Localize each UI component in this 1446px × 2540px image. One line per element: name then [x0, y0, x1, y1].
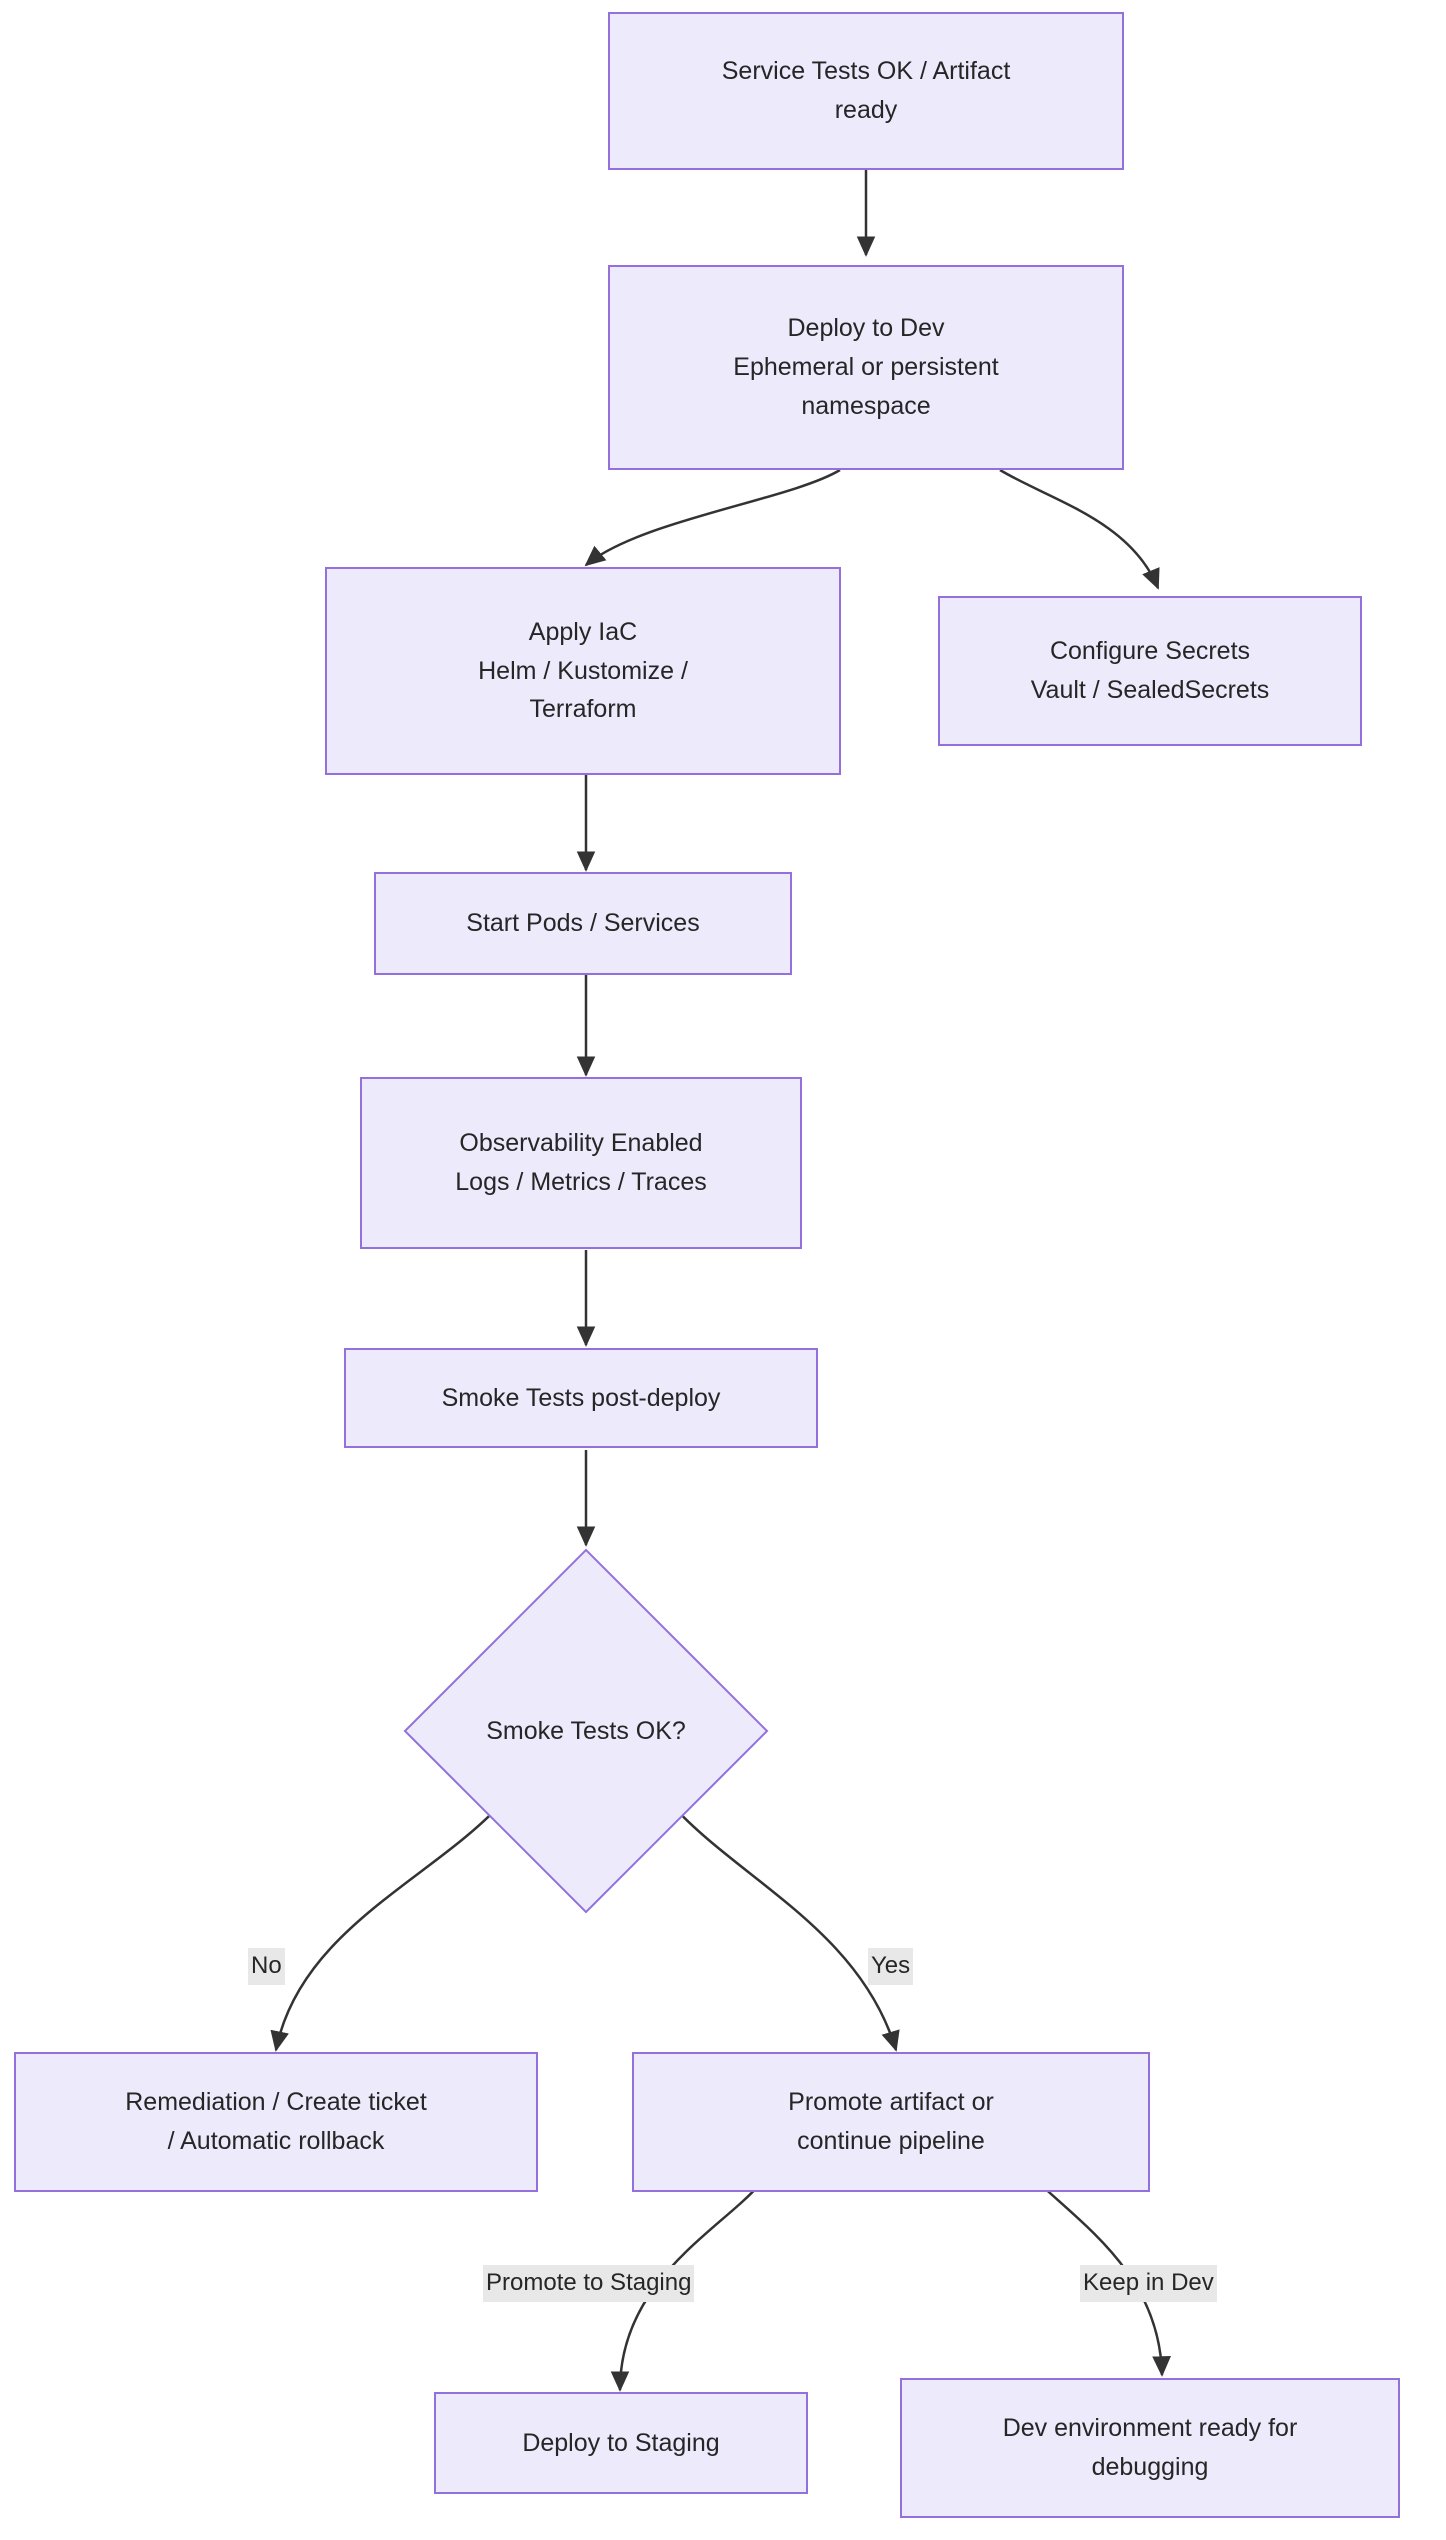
node-dev-environment-ready[interactable]: Dev environment ready for debugging — [900, 2378, 1400, 2518]
node-remediation-create-ticket[interactable]: Remediation / Create ticket / Automatic … — [14, 2052, 538, 2192]
node-observability-enabled[interactable]: Observability Enabled Logs / Metrics / T… — [360, 1077, 802, 1249]
edge-label-yes: Yes — [868, 1948, 914, 1985]
node-label: Promote artifact or continue pipeline — [788, 2088, 994, 2155]
node-apply-iac[interactable]: Apply IaC Helm / Kustomize / Terraform — [325, 567, 841, 775]
node-label: Service Tests OK / Artifact ready — [721, 57, 1011, 124]
node-start-pods-services[interactable]: Start Pods / Services — [374, 872, 792, 975]
node-label: Remediation / Create ticket / Automatic … — [125, 2088, 427, 2155]
node-label: Deploy to Staging — [522, 2428, 720, 2457]
edge-deploy-dev-to-apply-iac — [584, 468, 841, 567]
node-label: Apply IaC Helm / Kustomize / Terraform — [478, 617, 688, 724]
node-label: Observability Enabled Logs / Metrics / T… — [455, 1129, 707, 1196]
node-label: Deploy to Dev Ephemeral or persistent na… — [733, 314, 999, 420]
node-promote-artifact[interactable]: Promote artifact or continue pipeline — [632, 2052, 1150, 2192]
edge-label-keep-in-dev: Keep in Dev — [1080, 2265, 1217, 2302]
node-configure-secrets[interactable]: Configure Secrets Vault / SealedSecrets — [938, 596, 1362, 746]
node-deploy-to-staging[interactable]: Deploy to Staging — [434, 2392, 808, 2494]
edge-deploy-dev-to-secrets — [999, 468, 1160, 590]
edge-label-no: No — [248, 1948, 285, 1985]
node-service-tests-ok[interactable]: Service Tests OK / Artifact ready — [608, 12, 1124, 170]
node-label: Smoke Tests OK? — [486, 1716, 686, 1745]
node-smoke-tests-ok-decision[interactable]: Smoke Tests OK? — [403, 1548, 769, 1914]
node-label: Configure Secrets Vault / SealedSecrets — [1030, 637, 1270, 704]
node-smoke-tests-post-deploy[interactable]: Smoke Tests post-deploy — [344, 1348, 818, 1448]
node-label: Start Pods / Services — [466, 909, 700, 938]
node-label: Dev environment ready for debugging — [1002, 2414, 1298, 2481]
node-deploy-to-dev[interactable]: Deploy to Dev Ephemeral or persistent na… — [608, 265, 1124, 470]
edge-label-promote-to-staging: Promote to Staging — [483, 2265, 695, 2302]
node-label: Smoke Tests post-deploy — [441, 1383, 721, 1412]
